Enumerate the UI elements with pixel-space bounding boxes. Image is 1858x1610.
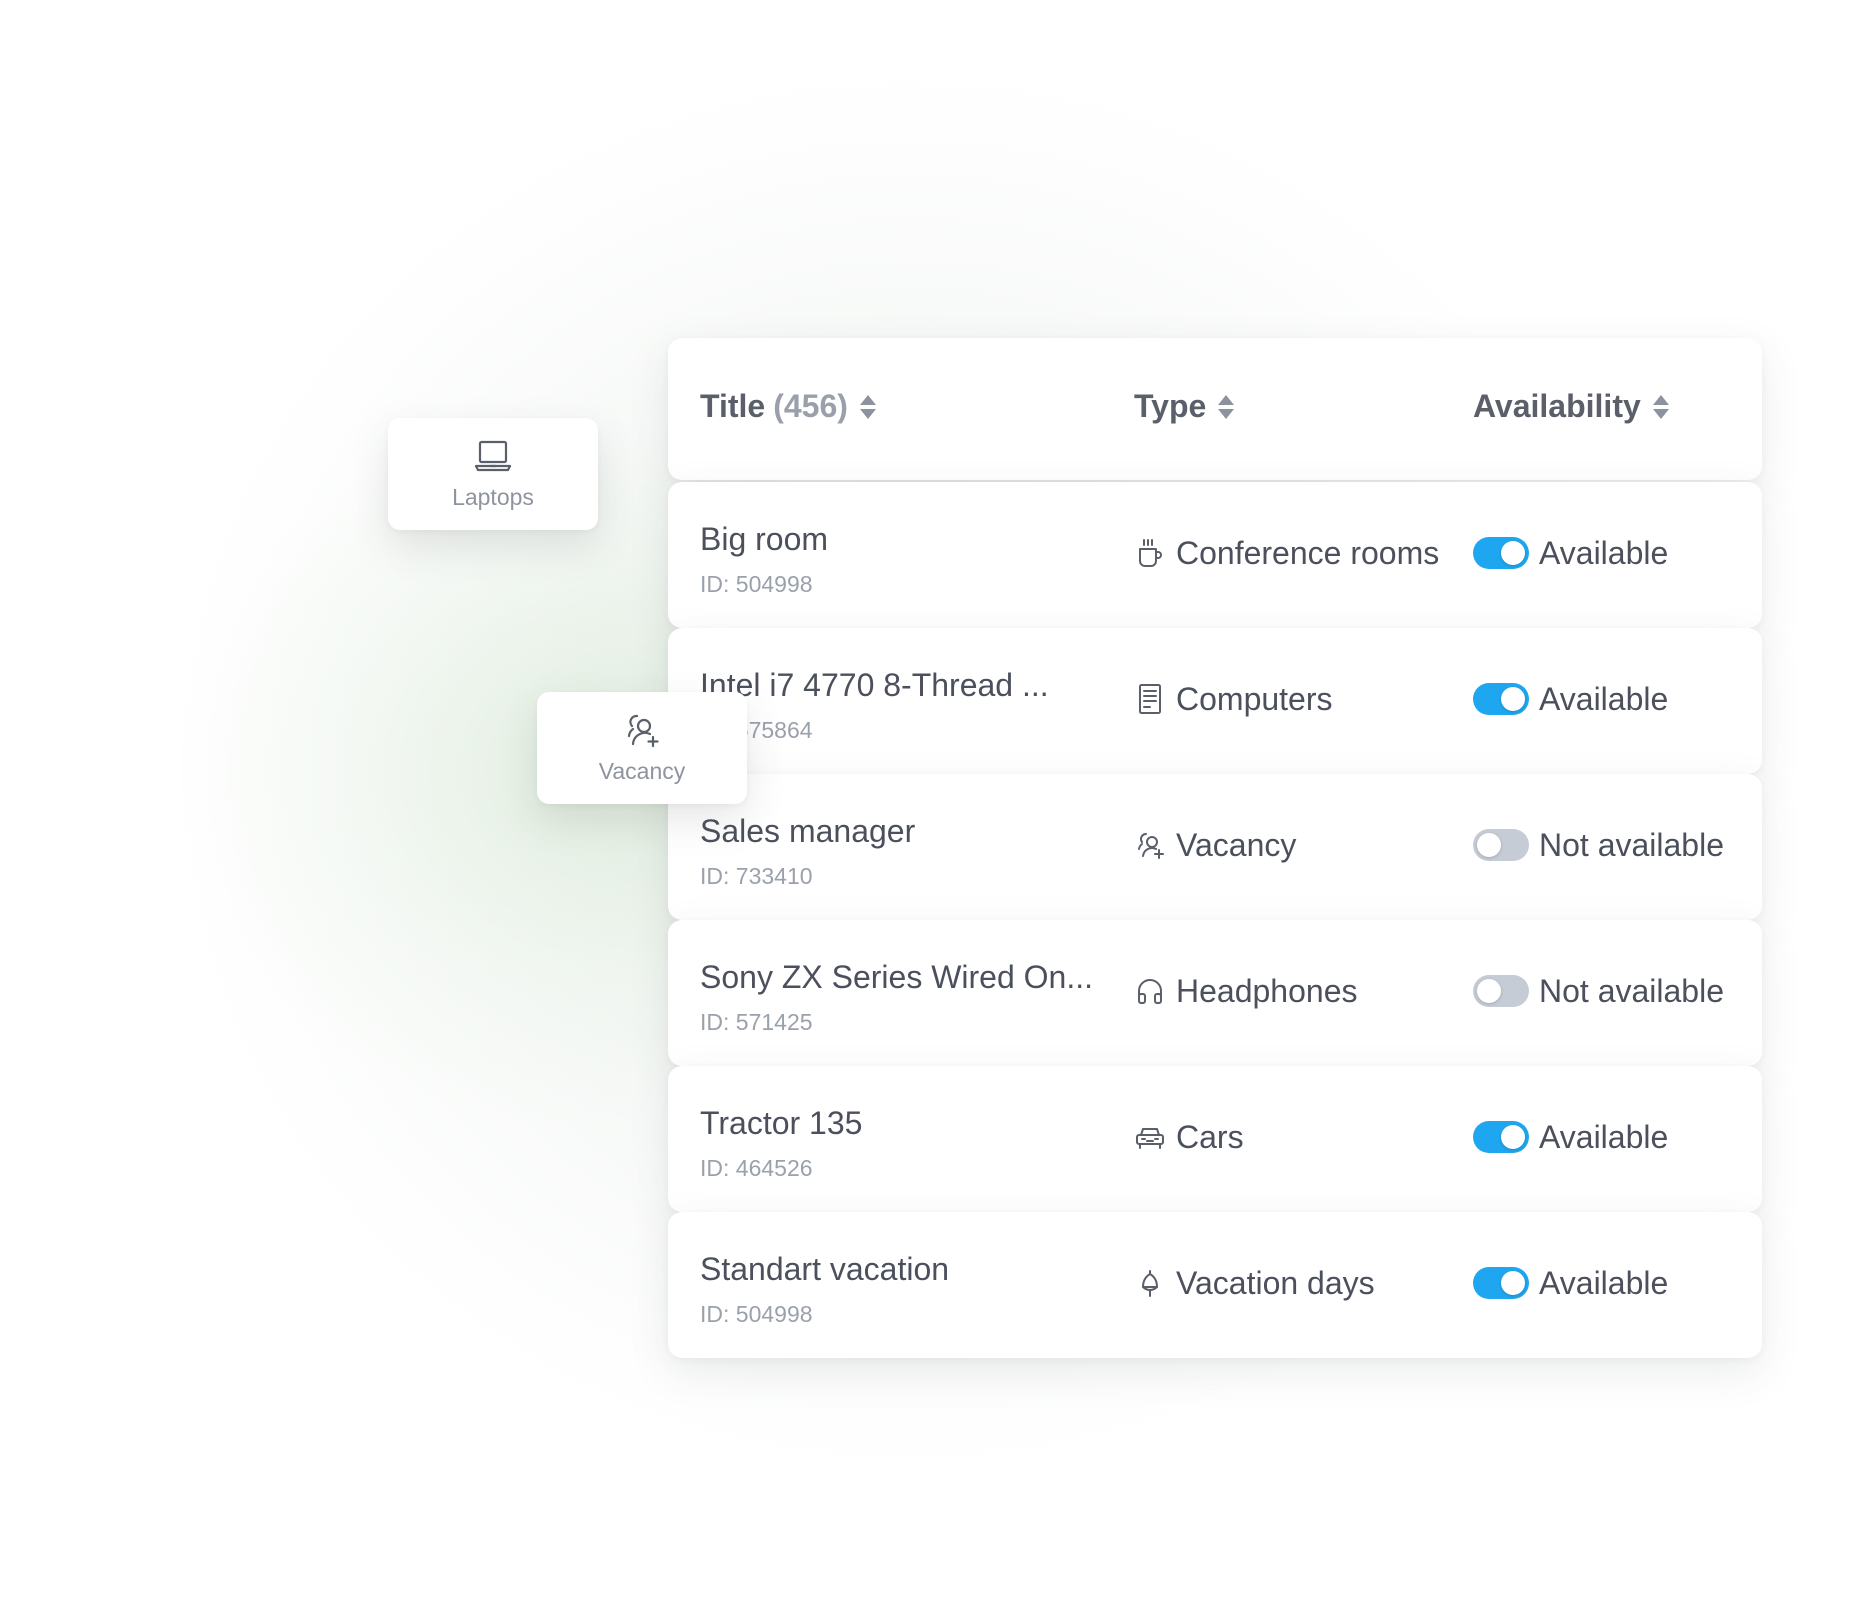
title-cell: Sales manager ID: 733410	[700, 812, 1100, 890]
table-row[interactable]: Intel i7 4770 8-Thread ... ID: 575864 Co…	[668, 628, 1762, 774]
type-cell: Computers	[1134, 680, 1333, 718]
availability-toggle[interactable]	[1473, 537, 1529, 569]
availability-toggle[interactable]	[1473, 683, 1529, 715]
type-label: Headphones	[1176, 973, 1358, 1009]
sort-icon[interactable]	[1218, 393, 1235, 421]
availability-label: Available	[1539, 1119, 1669, 1155]
sort-icon[interactable]	[1652, 393, 1669, 421]
column-header-availability-label: Availability	[1473, 388, 1641, 424]
row-id: ID: 504998	[700, 571, 813, 597]
column-header-type-label: Type	[1134, 388, 1207, 424]
sort-icon[interactable]	[859, 393, 876, 421]
availability-label: Not available	[1539, 827, 1724, 863]
availability-label: Not available	[1539, 973, 1724, 1009]
vacancy-icon	[1134, 828, 1166, 862]
row-title: Sales manager	[700, 813, 916, 849]
type-cell: Cars	[1134, 1118, 1244, 1156]
chip-label: Vacancy	[598, 758, 686, 784]
row-title: Big room	[700, 521, 829, 557]
vacancy-icon	[620, 708, 664, 752]
title-cell: Big room ID: 504998	[700, 520, 1100, 598]
row-id: ID: 464526	[700, 1155, 813, 1181]
availability-toggle[interactable]	[1473, 975, 1529, 1007]
headphones-icon	[1134, 974, 1166, 1008]
table-row[interactable]: Tractor 135 ID: 464526 Cars Available	[668, 1066, 1762, 1212]
computer-tower-icon	[1134, 682, 1166, 716]
type-label: Computers	[1176, 681, 1333, 717]
availability-cell: Available	[1473, 534, 1668, 572]
column-header-title-label: Title	[700, 388, 766, 424]
row-id: ID: 575864	[700, 717, 813, 743]
laptop-icon	[471, 434, 515, 478]
column-header-availability[interactable]: Availability	[1473, 388, 1669, 425]
availability-cell: Available	[1473, 1264, 1668, 1302]
row-id: ID: 504998	[700, 1301, 813, 1327]
row-id: ID: 571425	[700, 1009, 813, 1035]
laptops-chip[interactable]: Laptops	[388, 418, 598, 530]
availability-toggle[interactable]	[1473, 829, 1529, 861]
column-header-type[interactable]: Type	[1134, 388, 1235, 425]
row-id: ID: 733410	[700, 863, 813, 889]
title-cell: Sony ZX Series Wired On... ID: 571425	[700, 958, 1100, 1036]
availability-toggle[interactable]	[1473, 1267, 1529, 1299]
type-cell: Vacancy	[1134, 826, 1296, 864]
toggle-knob	[1501, 1271, 1525, 1295]
row-title: Intel i7 4770 8-Thread ...	[700, 667, 1049, 703]
title-cell: Standart vacation ID: 504998	[700, 1250, 1100, 1328]
availability-label: Available	[1539, 681, 1669, 717]
umbrella-icon	[1134, 1266, 1166, 1300]
availability-cell: Not available	[1473, 826, 1724, 864]
toggle-knob	[1501, 541, 1525, 565]
availability-label: Available	[1539, 1265, 1669, 1301]
toggle-knob	[1477, 979, 1501, 1003]
toggle-knob	[1501, 687, 1525, 711]
table-row[interactable]: Sales manager ID: 733410 Vacancy Not ava…	[668, 774, 1762, 920]
type-cell: Conference rooms	[1134, 534, 1439, 572]
row-title: Sony ZX Series Wired On...	[700, 959, 1094, 995]
vacancy-chip[interactable]: Vacancy	[537, 692, 747, 804]
chip-label: Laptops	[452, 484, 534, 510]
toggle-knob	[1477, 833, 1501, 857]
column-header-title[interactable]: Title (456)	[700, 388, 876, 425]
availability-cell: Not available	[1473, 972, 1724, 1010]
type-label: Vacancy	[1176, 827, 1297, 863]
table-header: Title (456) Type Availability	[668, 338, 1762, 480]
table-row[interactable]: Big room ID: 504998 Conference rooms Ava…	[668, 482, 1762, 628]
title-cell: Intel i7 4770 8-Thread ... ID: 575864	[700, 666, 1100, 744]
table-row[interactable]: Standart vacation ID: 504998 Vacation da…	[668, 1212, 1762, 1358]
toggle-knob	[1501, 1125, 1525, 1149]
row-title: Tractor 135	[700, 1105, 863, 1141]
coffee-cup-icon	[1134, 536, 1166, 570]
type-label: Cars	[1176, 1119, 1244, 1155]
table-row[interactable]: Sony ZX Series Wired On... ID: 571425 He…	[668, 920, 1762, 1066]
type-label: Conference rooms	[1176, 535, 1440, 571]
availability-cell: Available	[1473, 1118, 1668, 1156]
row-title: Standart vacation	[700, 1251, 950, 1287]
car-icon	[1134, 1120, 1166, 1154]
availability-cell: Available	[1473, 680, 1668, 718]
type-label: Vacation days	[1176, 1265, 1375, 1301]
type-cell: Vacation days	[1134, 1264, 1375, 1302]
title-count: (456)	[773, 388, 848, 424]
availability-toggle[interactable]	[1473, 1121, 1529, 1153]
type-cell: Headphones	[1134, 972, 1357, 1010]
title-cell: Tractor 135 ID: 464526	[700, 1104, 1100, 1182]
availability-label: Available	[1539, 535, 1669, 571]
